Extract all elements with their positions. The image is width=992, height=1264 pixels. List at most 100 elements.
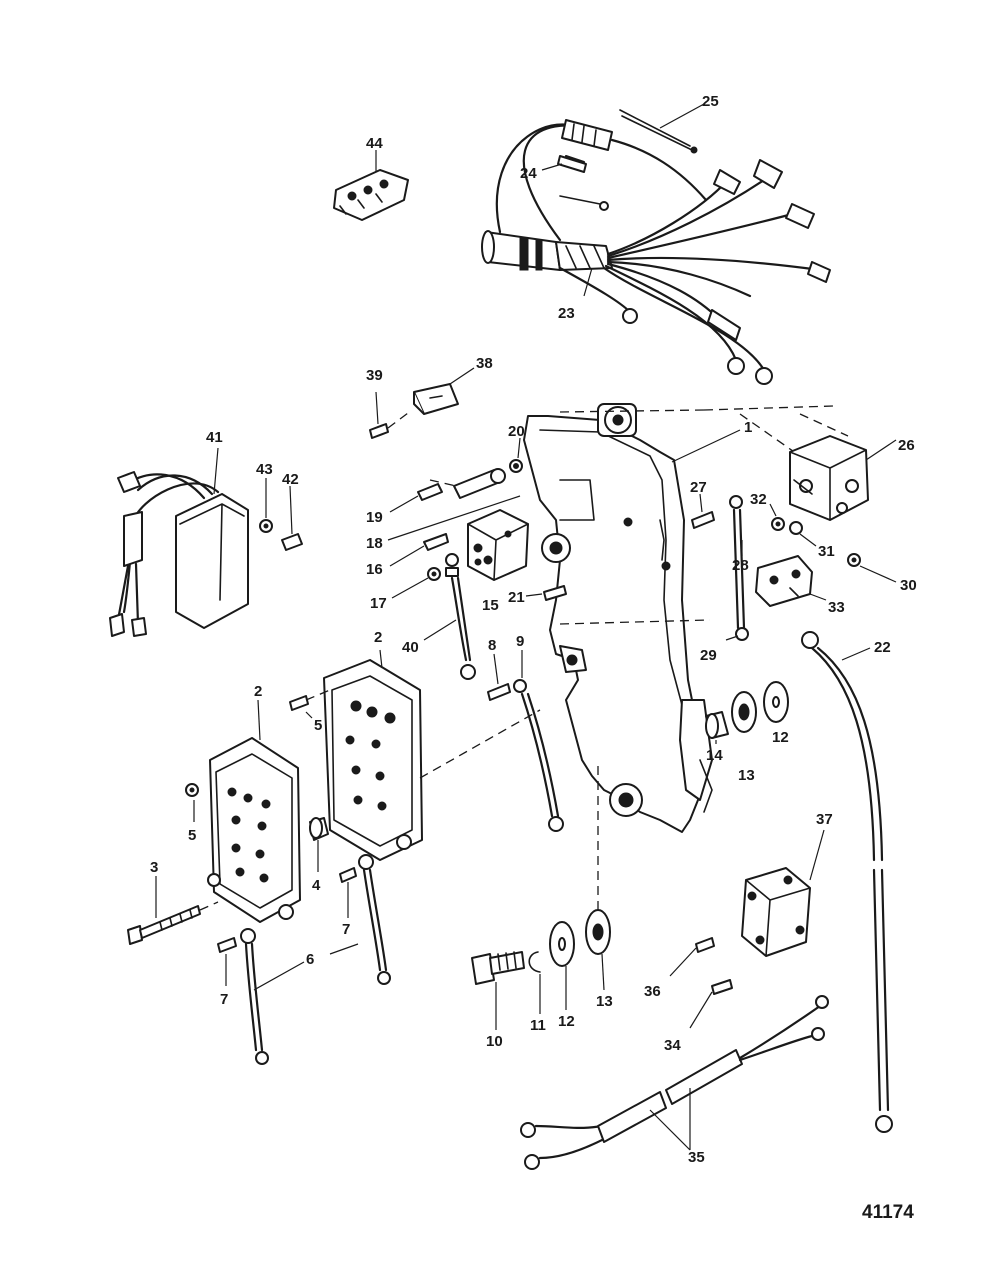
callout-24: 24 bbox=[520, 165, 537, 182]
callout-19: 19 bbox=[366, 509, 383, 526]
ground-strap-part-28-29 bbox=[725, 495, 749, 641]
callout-26: 26 bbox=[898, 437, 915, 454]
callout-38: 38 bbox=[476, 355, 493, 372]
ground-strap-part-6-left bbox=[240, 928, 359, 1065]
mounting-bracket-part-1 bbox=[523, 403, 835, 833]
washer-part-43 bbox=[259, 478, 273, 533]
callout-41: 41 bbox=[206, 429, 223, 446]
washer-part-12-bottom bbox=[549, 921, 575, 1010]
screw-part-27 bbox=[691, 493, 715, 529]
callout-7: 7 bbox=[342, 921, 350, 938]
switchbox-part-2-lower bbox=[207, 699, 301, 923]
screw-part-36 bbox=[669, 937, 715, 977]
switch-box-part-15 bbox=[467, 509, 529, 581]
callout-14: 14 bbox=[706, 747, 723, 764]
callout-5: 5 bbox=[314, 717, 322, 734]
callout-28: 28 bbox=[732, 557, 749, 574]
callout-31: 31 bbox=[818, 543, 835, 560]
ground-wire-part-9 bbox=[513, 650, 564, 832]
screw-part-24 bbox=[541, 155, 587, 173]
screw-part-16 bbox=[389, 533, 449, 567]
battery-cable-part-22 bbox=[801, 631, 893, 1133]
screw-part-7-left bbox=[217, 937, 237, 986]
ground-strap-part-40 bbox=[423, 553, 476, 680]
callout-32: 32 bbox=[750, 491, 767, 508]
callout-42: 42 bbox=[282, 471, 299, 488]
callout-35: 35 bbox=[688, 1149, 705, 1166]
ground-strap-part-6-right bbox=[358, 854, 391, 985]
callout-40: 40 bbox=[402, 639, 419, 656]
callout-34: 34 bbox=[664, 1037, 681, 1054]
callout-9: 9 bbox=[516, 633, 524, 650]
module-part-41 bbox=[109, 447, 249, 637]
callout-8: 8 bbox=[488, 637, 496, 654]
terminal-block-part-44 bbox=[333, 150, 409, 221]
callout-16: 16 bbox=[366, 561, 383, 578]
callout-36: 36 bbox=[644, 983, 661, 1000]
callout-39: 39 bbox=[366, 367, 383, 384]
screw-part-42 bbox=[281, 485, 303, 551]
clip-part-38 bbox=[413, 367, 475, 415]
figure-number: 41174 bbox=[862, 1202, 914, 1223]
nut-part-31 bbox=[789, 521, 817, 547]
callout-29: 29 bbox=[700, 647, 717, 664]
callout-12: 12 bbox=[558, 1013, 575, 1030]
callout-2: 2 bbox=[374, 629, 382, 646]
callout-5: 5 bbox=[188, 827, 196, 844]
washer-part-32 bbox=[769, 503, 785, 531]
callout-33: 33 bbox=[828, 599, 845, 616]
callout-20: 20 bbox=[508, 423, 525, 440]
module-part-37 bbox=[741, 829, 825, 957]
nut-part-30 bbox=[847, 553, 897, 583]
callout-21: 21 bbox=[508, 589, 525, 606]
bolt-part-3 bbox=[127, 876, 219, 945]
callout-27: 27 bbox=[690, 479, 707, 496]
washer-part-17 bbox=[391, 567, 441, 599]
callout-43: 43 bbox=[256, 461, 273, 478]
grommet-part-13-bottom bbox=[585, 760, 611, 991]
callout-18: 18 bbox=[366, 535, 383, 552]
callout-17: 17 bbox=[370, 595, 387, 612]
cable-tie-part-25 bbox=[619, 103, 705, 154]
callout-23: 23 bbox=[558, 305, 575, 322]
callout-labels: 1 2 2 3 4 5 5 6 7 7 8 9 10 11 12 12 13 1… bbox=[150, 93, 917, 1223]
callout-25: 25 bbox=[702, 93, 719, 110]
screw-part-5-upper bbox=[289, 689, 331, 719]
callout-12: 12 bbox=[772, 729, 789, 746]
callout-13: 13 bbox=[596, 993, 613, 1010]
screw-part-8 bbox=[487, 653, 511, 701]
callout-1: 1 bbox=[744, 419, 752, 436]
callout-7: 7 bbox=[220, 991, 228, 1008]
callout-15: 15 bbox=[482, 597, 499, 614]
callout-44: 44 bbox=[366, 135, 383, 152]
screw-part-19 bbox=[389, 483, 443, 513]
screw-part-7-right bbox=[339, 867, 357, 918]
washer-part-12-right bbox=[763, 681, 789, 723]
grommet-part-13-right bbox=[731, 691, 757, 733]
callout-30: 30 bbox=[900, 577, 917, 594]
callout-11: 11 bbox=[530, 1017, 546, 1034]
callout-3: 3 bbox=[150, 859, 158, 876]
callout-2: 2 bbox=[254, 683, 262, 700]
screw-part-34 bbox=[689, 979, 733, 1029]
callout-10: 10 bbox=[486, 1033, 503, 1050]
lockwasher-part-11 bbox=[528, 951, 541, 1014]
screw-part-21 bbox=[525, 585, 567, 601]
switchbox-part-2-upper bbox=[323, 649, 541, 861]
callout-22: 22 bbox=[874, 639, 891, 656]
spacer-part-14 bbox=[705, 711, 729, 744]
callout-4: 4 bbox=[312, 877, 321, 894]
screw-part-5-lower bbox=[185, 783, 199, 822]
wire-harness-part-35 bbox=[520, 995, 829, 1170]
callout-13: 13 bbox=[738, 767, 755, 784]
terminal-block-part-33 bbox=[755, 555, 827, 607]
screw-part-39 bbox=[369, 391, 413, 439]
solenoid-part-26 bbox=[789, 413, 897, 521]
wiring-harness-part-23 bbox=[481, 119, 831, 385]
lug-part-20 bbox=[429, 437, 523, 499]
callout-6: 6 bbox=[306, 951, 314, 968]
bracket-leader-part-18 bbox=[387, 495, 521, 541]
bolt-part-10 bbox=[471, 951, 525, 1030]
spacer-part-4 bbox=[309, 817, 329, 872]
